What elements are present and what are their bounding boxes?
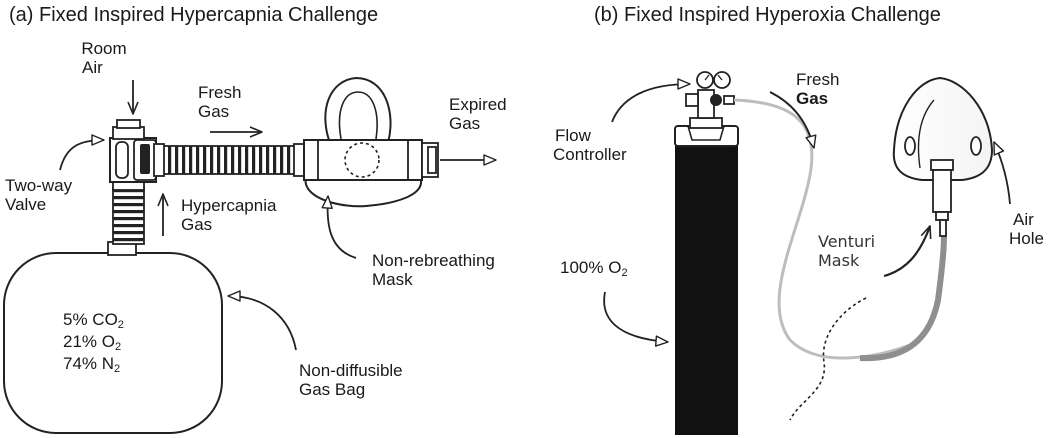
gas-bag-contents: 5% CO2 21% O2 74% N2 (63, 309, 124, 375)
oxygen-pointer (603, 291, 669, 347)
gas-bag-pointer (227, 290, 297, 351)
venturi-mask (892, 76, 994, 237)
venturi-mask-pointer (883, 225, 932, 278)
fresh-gas-pointer (769, 91, 817, 149)
n2-fraction: 74% N2 (63, 354, 121, 375)
flow-controller (685, 71, 735, 119)
panel-b-diagram (603, 71, 1011, 435)
panel-a-diagram (3, 76, 497, 434)
corrugated-hose-vertical (112, 187, 145, 245)
panel-b-title: (b) Fixed Inspired Hyperoxia Challenge (594, 4, 941, 26)
flow-controller-pointer (611, 78, 691, 123)
corrugated-hose-horizontal (159, 145, 299, 175)
mask-pointer (321, 195, 357, 259)
panel-a-title: (a) Fixed Inspired Hypercapnia Challenge (9, 4, 379, 26)
tubing-dashed-end (789, 297, 867, 421)
oxygen-cylinder (675, 143, 738, 435)
non-rebreathing-mask (303, 76, 439, 208)
two-way-valve-pointer (59, 134, 105, 171)
air-hole-pointer (993, 141, 1011, 205)
co2-fraction: 5% CO2 (63, 310, 124, 331)
o2-fraction: 21% O2 (63, 332, 122, 353)
oxygen-label: 100% O2 (560, 258, 628, 279)
